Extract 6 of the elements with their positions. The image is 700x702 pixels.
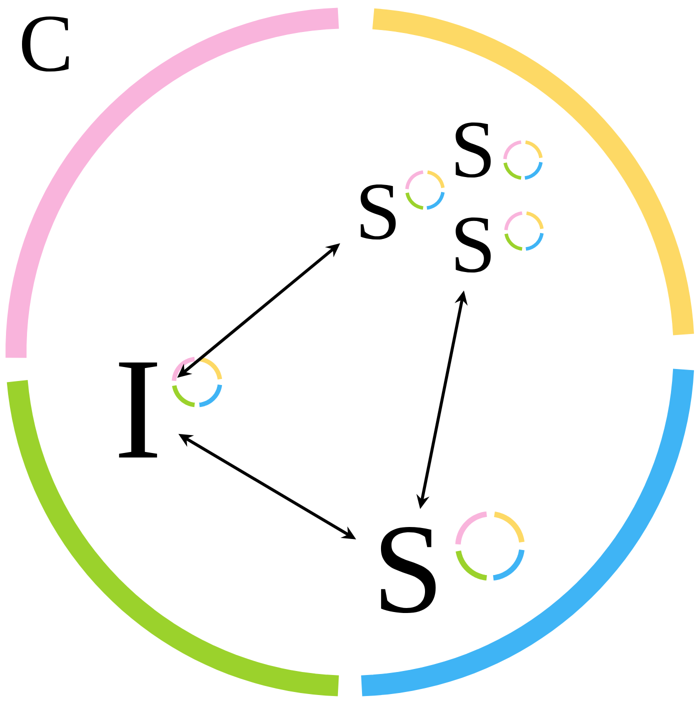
panel-letter: C	[22, 16, 69, 72]
letter: S	[456, 217, 491, 273]
letter: S	[360, 184, 396, 240]
letter: S	[456, 122, 491, 178]
letter: S	[380, 527, 436, 613]
letter: I	[119, 362, 158, 458]
